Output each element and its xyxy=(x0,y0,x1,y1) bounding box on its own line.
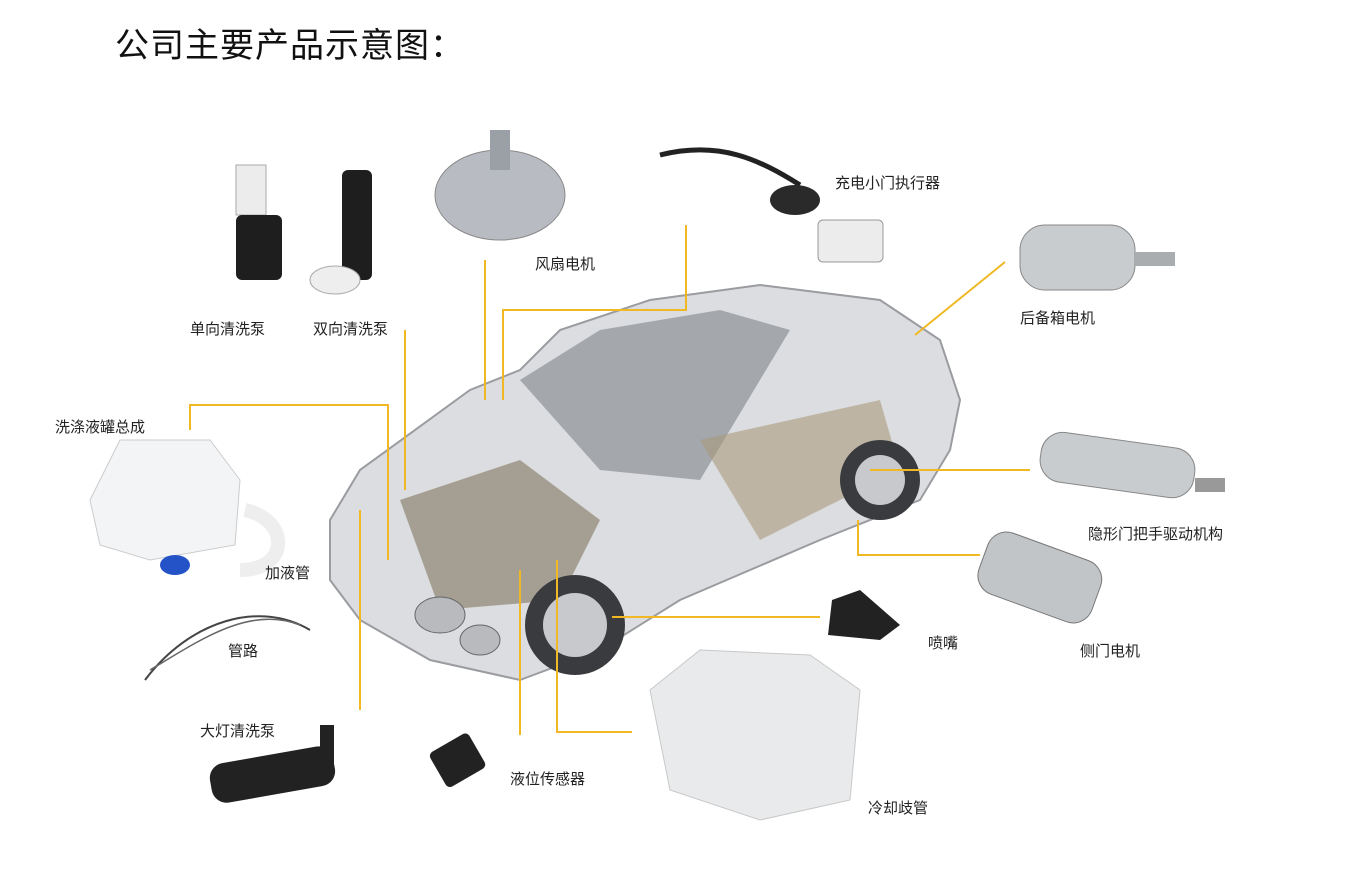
headlamp-pump-image xyxy=(209,725,336,803)
trunk-motor-image xyxy=(1019,224,1175,291)
dual-pump-image xyxy=(309,170,372,295)
car-cutaway-image xyxy=(329,283,962,682)
label-charge-door-actuator: 充电小门执行器 xyxy=(835,174,941,192)
hidden-handle-motor-image xyxy=(1039,431,1225,499)
label-washer-tank: 洗涤液罐总成 xyxy=(55,418,146,436)
label-fan-motor: 风扇电机 xyxy=(535,255,596,273)
piping-image xyxy=(144,615,311,681)
washer-tank-image xyxy=(89,439,286,577)
label-trunk-motor: 后备箱电机 xyxy=(1020,309,1096,327)
label-side-door-motor: 侧门电机 xyxy=(1080,642,1141,660)
label-cooling-manifold: 冷却歧管 xyxy=(868,799,929,817)
label-level-sensor: 液位传感器 xyxy=(510,770,586,788)
level-sensor-image xyxy=(429,733,486,787)
page-title: 公司主要产品示意图： xyxy=(115,26,465,66)
cooling-manifold-image xyxy=(649,649,861,821)
label-filler-pipe: 加液管 xyxy=(265,564,311,582)
fan-motor-image xyxy=(434,130,566,241)
label-headlamp-pump: 大灯清洗泵 xyxy=(200,722,276,740)
single-pump-image xyxy=(235,164,282,280)
charge-door-actuator-image xyxy=(659,147,884,263)
label-hidden-handle-drive: 隐形门把手驱动机构 xyxy=(1088,525,1224,543)
leader-lines xyxy=(189,225,1030,735)
nozzle-image xyxy=(828,590,900,640)
label-single-pump: 单向清洗泵 xyxy=(190,320,266,338)
label-nozzle: 喷嘴 xyxy=(928,634,959,652)
side-door-motor-image xyxy=(977,531,1103,624)
label-piping: 管路 xyxy=(228,642,259,660)
label-dual-pump: 双向清洗泵 xyxy=(313,320,389,338)
